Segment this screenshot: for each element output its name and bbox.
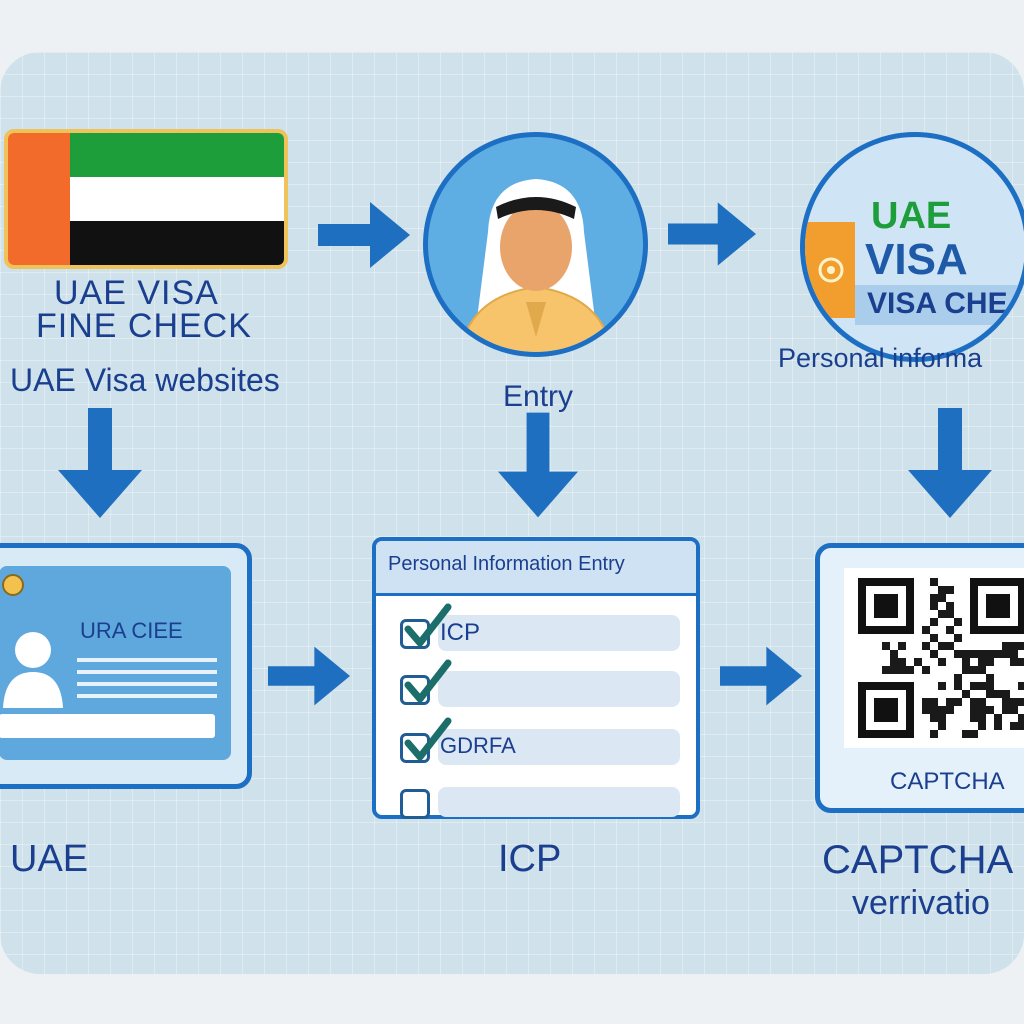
form-row [438,671,680,707]
check-icon [404,717,452,761]
uae-flag-icon [4,129,288,269]
form-row [438,729,680,765]
id-card-icon: URA CIEE [0,543,252,789]
personal-info-form: Personal Information Entry ICP GDRFA [372,537,700,819]
title-line-1: UAE VISA [54,274,219,312]
entry-label: Entry [503,380,574,413]
captcha-label: CAPTCHA [822,838,1014,882]
icp-label: ICP [498,838,562,880]
arrow-right-icon [268,646,350,706]
form-row [438,615,680,651]
arrow-down-icon [498,412,578,518]
captcha-card-text: CAPTCHA [890,768,1005,795]
arrow-right-icon [668,202,756,266]
uae-label: UAE [10,838,89,880]
form-row-text: GDRFA [440,733,516,758]
form-header: Personal Information Entry [388,553,625,575]
visa-badge-line2: VISA [865,235,968,284]
arrow-right-icon [720,646,802,706]
visa-badge-icon: UAE VISA VISA CHE [800,132,1024,362]
form-row-text: ICP [440,619,481,646]
verification-label: verrivatio [852,884,990,922]
captcha-card: CAPTCHA [815,543,1024,813]
visa-badge-line1: UAE [871,195,952,237]
personal-info-label: Personal informa [778,343,983,373]
websites-label: UAE Visa websites [10,362,280,398]
check-icon [404,659,452,703]
qr-code-icon [858,578,1024,738]
checkbox-icon[interactable] [400,789,430,819]
diagram-canvas: UAE VISA FINE CHECK UAE Visa websites En… [0,52,1024,974]
arrow-down-icon [58,408,142,518]
check-icon [404,603,452,647]
visa-badge-line3: VISA CHE [867,287,1008,320]
user-avatar-icon [423,132,648,357]
arrow-right-icon [318,202,410,268]
arrow-down-icon [908,408,992,518]
title-line-2: FINE CHECK [36,307,252,345]
form-row [438,787,680,817]
id-card-text: URA CIEE [80,618,183,643]
